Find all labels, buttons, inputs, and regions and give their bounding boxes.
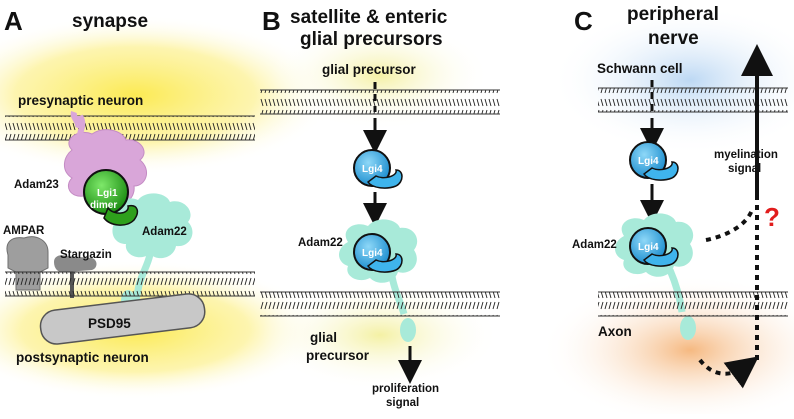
myelination-label-line2: signal	[728, 163, 761, 175]
glial-precursor-bottom-line1: glial	[310, 330, 337, 345]
adam22-to-signal-dotted	[705, 209, 754, 242]
adam22-label-c: Adam22	[572, 239, 617, 251]
lgi1-tail	[103, 204, 139, 226]
stargazin-body	[54, 255, 97, 273]
question-mark: ?	[764, 202, 780, 232]
panel-a-letter: A	[4, 6, 23, 36]
precursor-membrane-top	[260, 90, 500, 114]
postsynaptic-membrane	[5, 272, 255, 296]
schwann-glow	[550, 5, 794, 155]
proliferation-line1: proliferation	[372, 383, 439, 395]
axon-label: Axon	[598, 324, 632, 339]
panel-c-letter: C	[574, 6, 593, 36]
adam22-label-a: Adam22	[142, 226, 187, 238]
lgi1-label-line2: dimer	[90, 200, 117, 211]
psd95-label: PSD95	[88, 316, 131, 331]
panel-a: A synapse presynaptic neuron Adam23 Adam…	[0, 6, 335, 400]
lgi4-tail-c	[642, 161, 679, 181]
lgi4-tail-b	[366, 169, 403, 189]
panel-a-title: synapse	[72, 11, 148, 32]
lgi1-label-line1: Lgi1	[97, 188, 118, 199]
panel-b-title-line1: satellite & enteric	[290, 7, 448, 28]
schwann-label: Schwann cell	[597, 61, 683, 76]
axon-membrane	[598, 292, 788, 316]
adam23-label: Adam23	[14, 179, 59, 191]
glial-precursor-bottom-line2: precursor	[306, 348, 370, 363]
lgi4-bound-tail-b	[366, 253, 403, 273]
schwann-membrane	[598, 88, 788, 112]
panel-c-title-line1: peripheral	[627, 4, 719, 25]
precursor-membrane-bottom	[260, 292, 500, 316]
panel-b-letter: B	[262, 6, 281, 36]
panel-b: B satellite & enteric glial precursors g…	[260, 6, 500, 409]
proliferation-line2: signal	[386, 397, 419, 409]
adam22-foot-c	[680, 316, 696, 340]
adam23-membrane-tail	[76, 114, 86, 141]
panel-c-title-line2: nerve	[648, 28, 699, 49]
presynaptic-membrane	[5, 116, 255, 140]
presynaptic-label: presynaptic neuron	[18, 93, 143, 108]
axon-feedback-dotted	[698, 356, 759, 389]
adam22-foot-b	[400, 318, 416, 342]
lgi4-bound-label-b: Lgi4	[362, 248, 383, 259]
lgi4-bound-label-c: Lgi4	[638, 242, 659, 253]
myelination-label-line1: myelination	[714, 149, 778, 161]
lgi4-label-b: Lgi4	[362, 164, 383, 175]
glial-precursor-top-label: glial precursor	[322, 62, 417, 77]
panel-c: C peripheral nerve Schwann cell Lgi4 Lgi…	[540, 4, 794, 419]
adam23-stalk	[70, 111, 82, 129]
lgi4-bound-tail-c	[642, 247, 679, 267]
lgi4-label-c: Lgi4	[638, 156, 659, 167]
stargazin-label: Stargazin	[60, 249, 112, 261]
postsynaptic-label: postsynaptic neuron	[16, 350, 149, 365]
ampar-label: AMPAR	[3, 225, 45, 237]
panel-b-title-line2: glial precursors	[300, 29, 443, 50]
adam22-label-b: Adam22	[298, 237, 343, 249]
psd95-bar	[39, 293, 206, 345]
